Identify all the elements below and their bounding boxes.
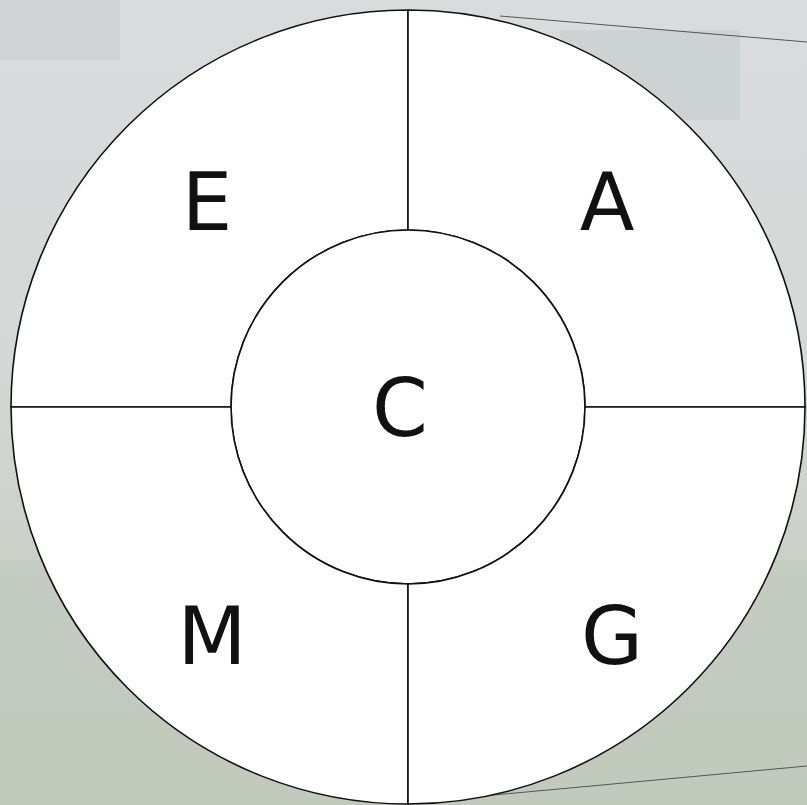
segment-letter: G <box>581 597 643 677</box>
segment-letter: M <box>177 597 246 677</box>
segment-letter: A <box>580 163 635 243</box>
segment-letter: E <box>182 163 233 243</box>
outline <box>231 230 585 584</box>
ring-sector: G <box>408 407 805 804</box>
center-circle: C <box>231 230 585 584</box>
segment-letter: C <box>372 369 428 449</box>
ring-sector: M <box>11 407 408 804</box>
outline <box>11 407 408 804</box>
faded-building <box>0 0 120 60</box>
outline <box>408 407 805 804</box>
